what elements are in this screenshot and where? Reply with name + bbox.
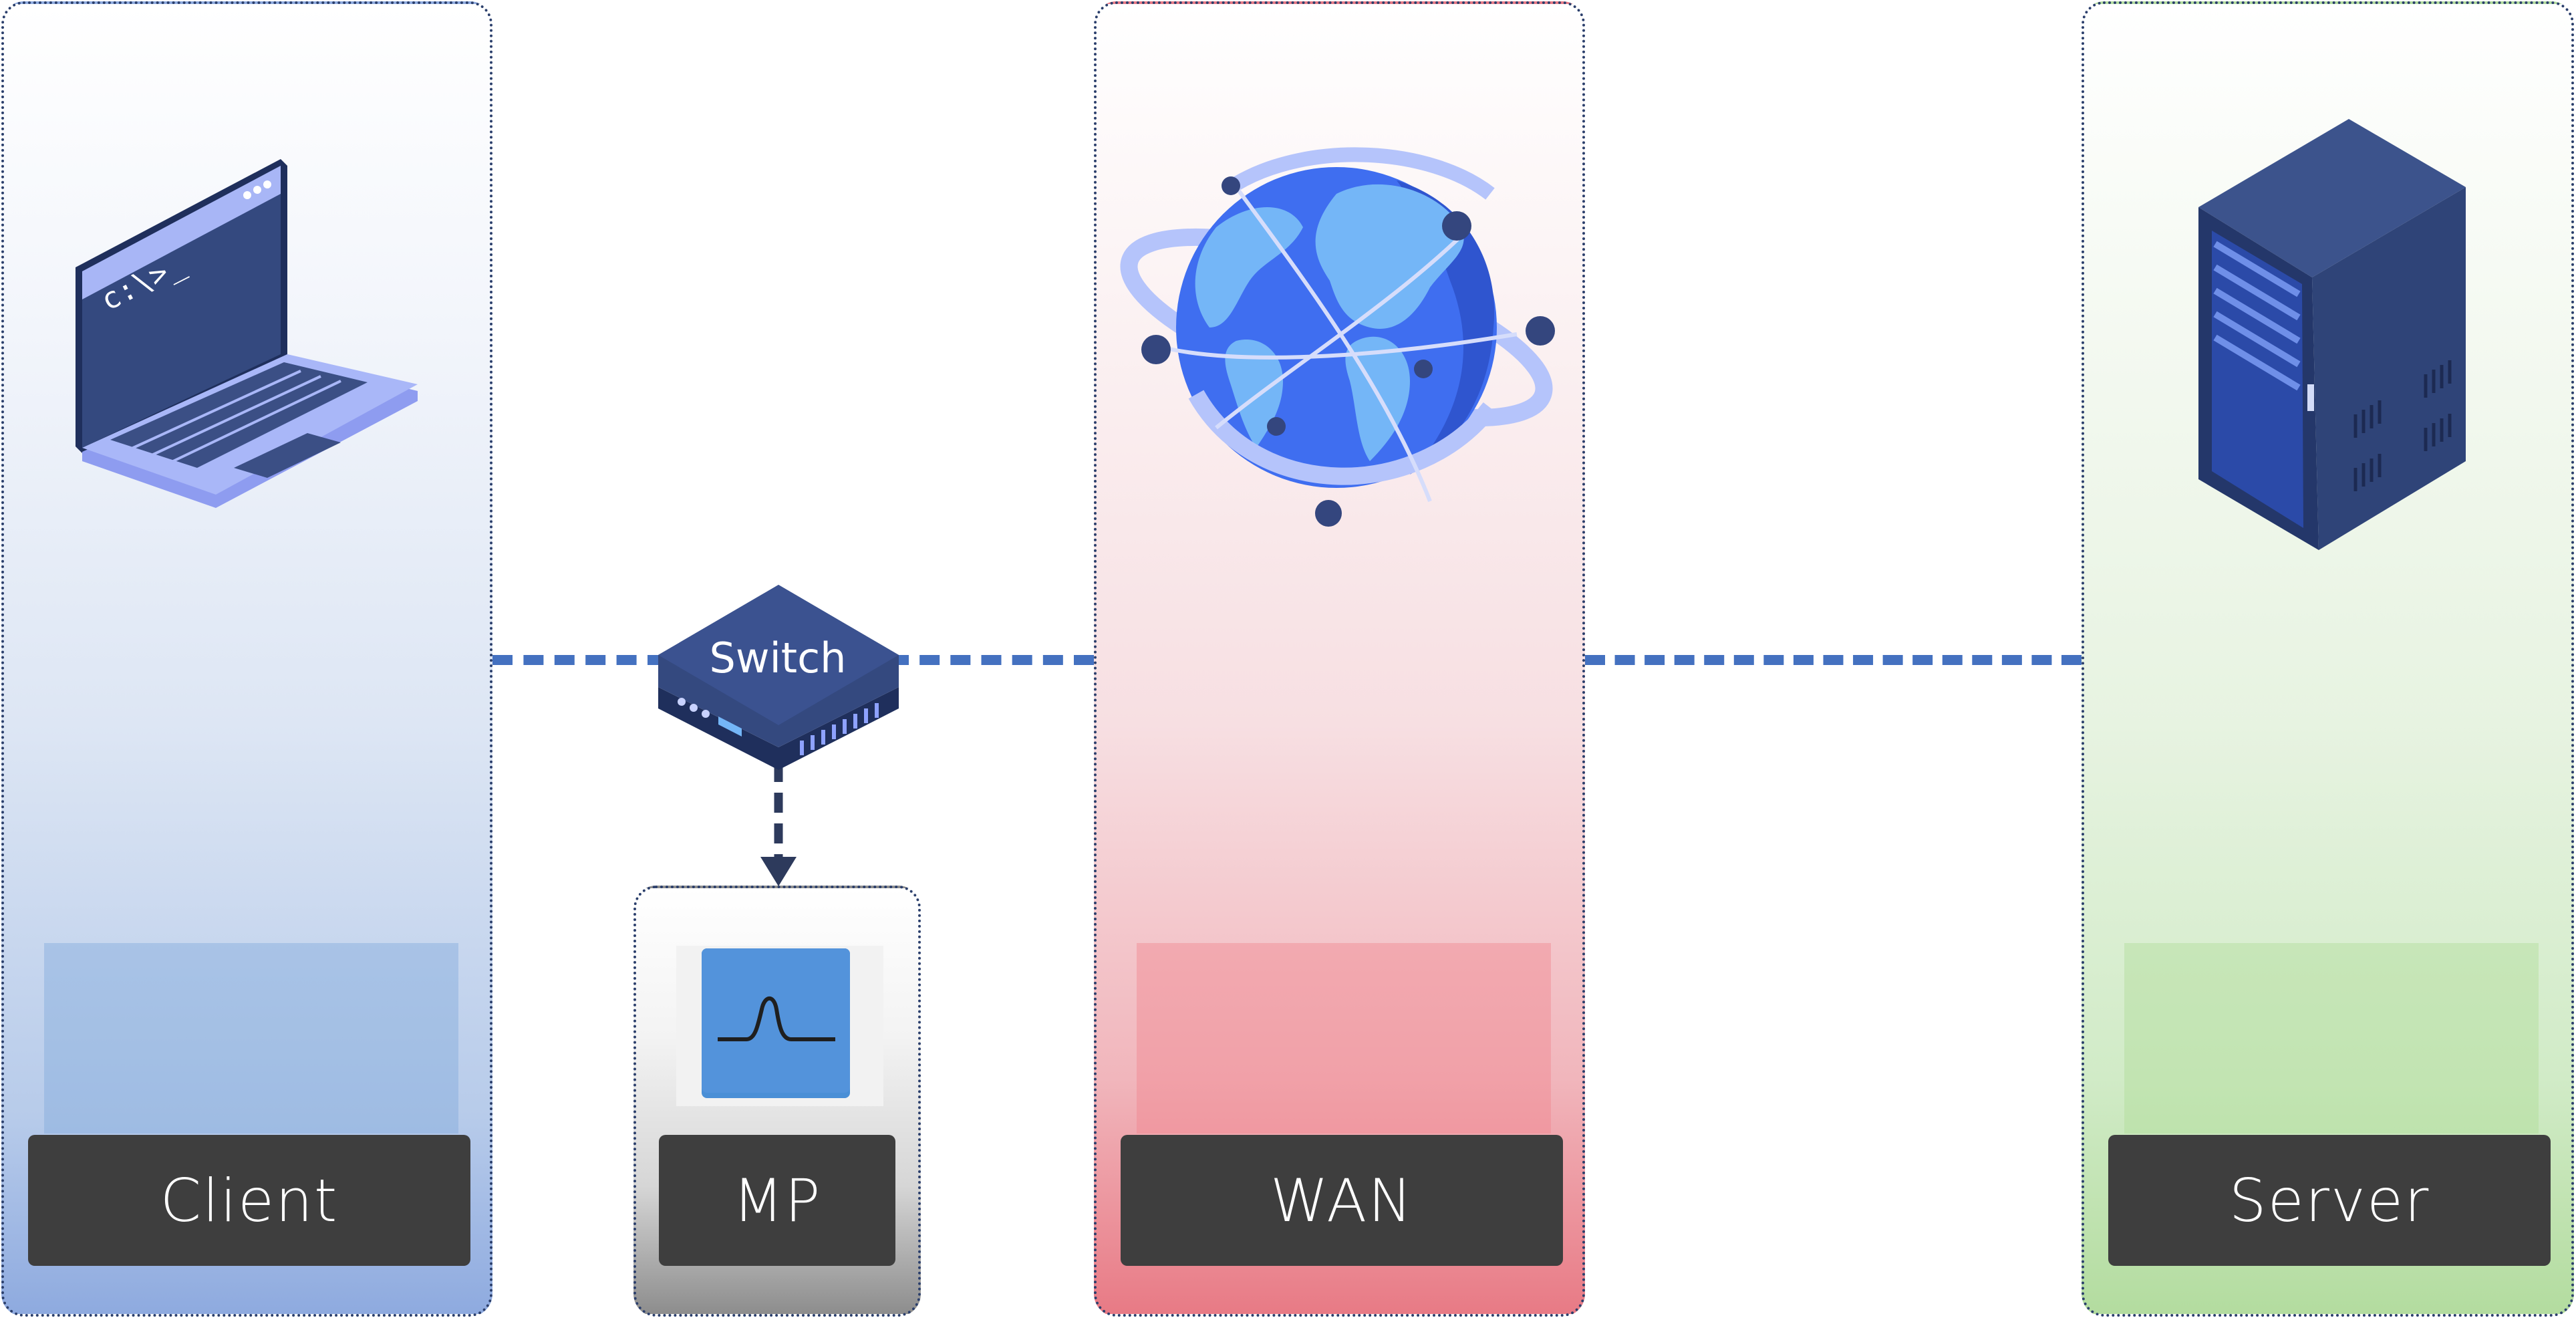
server-tint: [2124, 943, 2539, 1134]
server-label[interactable]: Server: [2108, 1135, 2551, 1266]
link-switch-wan: [889, 655, 1094, 665]
analyzer-icon[interactable]: [676, 946, 883, 1106]
mp-label[interactable]: MP: [659, 1135, 895, 1266]
link-wan-server: [1585, 655, 2082, 665]
arrow-switch-to-mp: [760, 762, 797, 886]
switch-label: Switch: [709, 634, 847, 682]
switch-icon[interactable]: [655, 581, 902, 775]
wan-tint: [1137, 943, 1551, 1134]
client-tint: [44, 943, 458, 1134]
wan-label[interactable]: WAN: [1121, 1135, 1563, 1266]
laptop-icon[interactable]: [70, 154, 431, 515]
globe-icon[interactable]: [1116, 127, 1557, 541]
link-client-switch: [492, 655, 668, 665]
server-rack-icon[interactable]: [2195, 117, 2476, 558]
client-label[interactable]: Client: [28, 1135, 470, 1266]
